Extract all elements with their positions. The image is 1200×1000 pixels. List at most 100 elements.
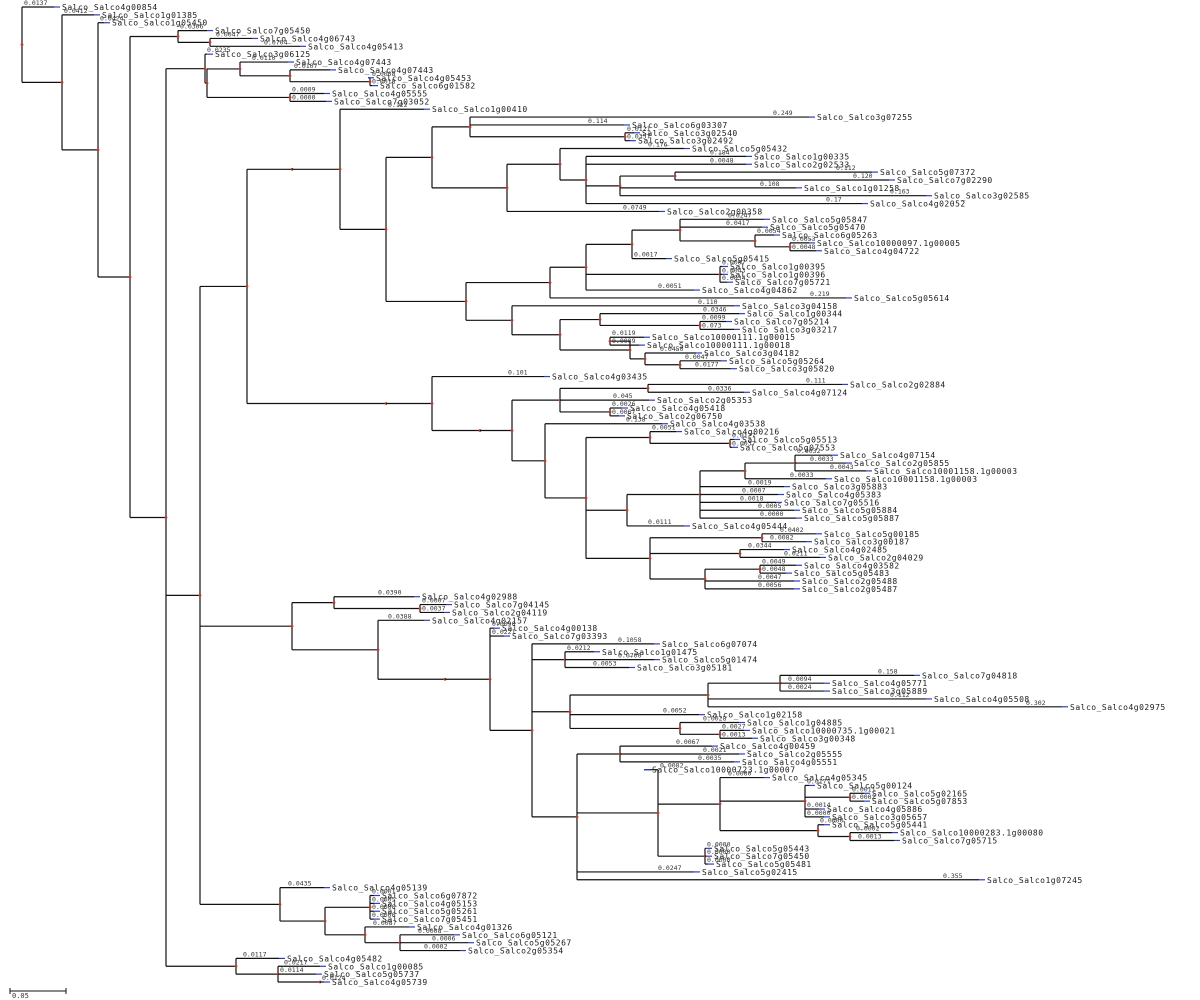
- internal-node: [625, 508, 629, 512]
- branch-length-label: 0.158: [878, 667, 898, 675]
- leaf-label: Salco_Salco5g05887: [804, 514, 900, 523]
- leaf-label: Salco_Salco2g00358: [667, 207, 763, 216]
- branch-length-label: 0.0402: [780, 526, 804, 534]
- branch-length-label: 0.0087: [373, 919, 397, 927]
- branch-length-label: 0.0014: [807, 801, 831, 809]
- branch-length-label: 0.0000: [820, 817, 844, 825]
- leaf-label: Salco_Salco4g02485: [792, 546, 888, 555]
- internal-node: [718, 802, 722, 806]
- scale-bar: 0.05: [9, 988, 67, 1000]
- branch-length-label: 0.0019: [748, 479, 772, 487]
- internal-node: [323, 919, 327, 923]
- leaf-label: Salco_Salco7g05450: [215, 27, 311, 36]
- internal-node: [608, 339, 612, 343]
- branch-length-label: 0.0177: [695, 361, 719, 369]
- leaf-label: Salco_Salco2g05353: [657, 396, 753, 405]
- branch-length-label: 0.0017: [634, 251, 658, 259]
- leaf-label: Salco_Salco5g05483: [794, 569, 890, 578]
- leaf-label: Salco_Salco5g02165: [872, 789, 968, 798]
- internal-node: [608, 410, 612, 414]
- branch-length-label: 0.0000: [728, 770, 752, 778]
- leaf-label: Salco_Salco5g05737: [324, 970, 420, 979]
- internal-node: [673, 174, 677, 178]
- branch-length-label: 0.0000: [372, 911, 396, 919]
- internal-node: [816, 829, 820, 833]
- internal-node: [848, 795, 852, 799]
- internal-node: [368, 80, 372, 84]
- internal-node: [584, 178, 588, 182]
- branch-length-label: 0.176: [648, 141, 668, 149]
- branch-length-label: 0.0390: [378, 589, 402, 597]
- branch-length-label: 0.0001: [372, 888, 396, 896]
- leaf-label: Salco_Salco4g04862: [702, 286, 798, 295]
- leaf-label: Salco_Salco6g01582: [380, 82, 476, 91]
- leaf-label: Salco_Salco5g05614: [854, 294, 950, 303]
- leaf-label: Salco_Salco5g05847: [772, 215, 868, 224]
- leaf-label: Salco_Salco10000735.1g00021: [752, 726, 896, 735]
- branch-length-label: 0.0005: [372, 895, 396, 903]
- branch-length-label: 0.0114: [280, 966, 304, 974]
- leaf-label: Salco_Salco3g05657: [832, 813, 928, 822]
- leaf-label: Salco_Salco4g05739: [332, 978, 428, 987]
- branch-length-label: 0.0052: [663, 707, 687, 715]
- branch-length-label: 0.0034: [722, 274, 746, 282]
- branch-length-label: 0.0033: [790, 471, 814, 479]
- branch-length-label: 0.0032: [797, 447, 821, 455]
- branch-length-label: 0.0037: [732, 439, 756, 447]
- leaf-label: Salco_Salco6g03307: [632, 121, 728, 130]
- leaf-label: Salco_Salco5g05261: [382, 907, 478, 916]
- branch-length-label: 0.0008: [372, 70, 396, 78]
- internal-node: [238, 67, 242, 71]
- leaf-label: Salco_Salco4g05482: [287, 954, 383, 963]
- branch-length-label: 0.0417: [726, 219, 750, 227]
- branch-length-label: 0.073: [702, 321, 722, 329]
- leaf-label: Salco_Salco4g07443: [296, 58, 392, 67]
- leaf-label: Salco_Salco2g04029: [828, 553, 924, 562]
- branch-length-label: 0.0021: [703, 746, 727, 754]
- internal-node: [743, 469, 747, 473]
- leaf-label: Salco_Salco4g05886: [827, 805, 923, 814]
- internal-node: [164, 516, 168, 519]
- branch-length-label: 0.120: [853, 172, 873, 180]
- internal-node: [630, 242, 634, 246]
- leaf-label: Salco_Salco3g04182: [704, 349, 800, 358]
- leaf-label: Salco_Salco3g04158: [742, 302, 838, 311]
- internal-node: [584, 265, 588, 269]
- branch-length-label: 0.0047: [216, 30, 240, 38]
- branch-length-label: 0.0053: [593, 659, 617, 667]
- branch-length-label: 0.0435: [288, 880, 312, 888]
- leaf-label: Salco_Salco4g02975: [1070, 703, 1166, 712]
- leaf-label: Salco_Salco3g00348: [760, 734, 856, 743]
- leaf-label: Salco_Salco3g02492: [638, 137, 734, 146]
- internal-node: [618, 184, 622, 188]
- branch-length-label: 0.0056: [758, 581, 782, 589]
- internal-node: [338, 167, 342, 171]
- internal-node: [290, 624, 294, 628]
- leaf-label: Salco_Salco4g03582: [804, 561, 900, 570]
- branch-length-label: 0.0024: [788, 683, 812, 691]
- scale-bar-label: 0.05: [12, 992, 29, 1000]
- leaf-label: Salco_Salco4g05139: [332, 884, 428, 893]
- internal-node: [753, 239, 757, 243]
- branch-length-label: 0.0027: [722, 722, 746, 730]
- leaf-label: Salco_Salco4g05508: [934, 695, 1030, 704]
- internal-node: [575, 815, 579, 819]
- branch-length-label: 0.111: [806, 376, 826, 384]
- branch-length-label: 0.0212: [567, 644, 591, 652]
- branch-length-label: 0.0011: [852, 785, 876, 793]
- leaf-label: Salco_Salco5g05267: [476, 939, 572, 948]
- branch-length-label: 0.112: [836, 164, 856, 172]
- branch-length-label: 0.0049: [762, 557, 786, 565]
- leaf-label: Salco_Salco4g03435: [552, 373, 648, 382]
- internal-node: [288, 96, 292, 99]
- leaf-label: Salco_Salco10000283.1g00080: [900, 829, 1044, 838]
- leaf-label: Salco_Salco4g05444: [692, 522, 788, 531]
- internal-node: [788, 245, 792, 249]
- leaf-label: Salco_Salco5g05884: [802, 506, 898, 515]
- leaf-label: Salco_Salco2g05855: [854, 459, 950, 468]
- leaf-label: Salco_Salco1g00344: [747, 310, 843, 319]
- branch-length-label: 0.0211: [784, 549, 808, 557]
- leaf-label: Salco_Salco5g05441: [832, 821, 928, 830]
- branch-length-label: 0.0002: [852, 793, 876, 801]
